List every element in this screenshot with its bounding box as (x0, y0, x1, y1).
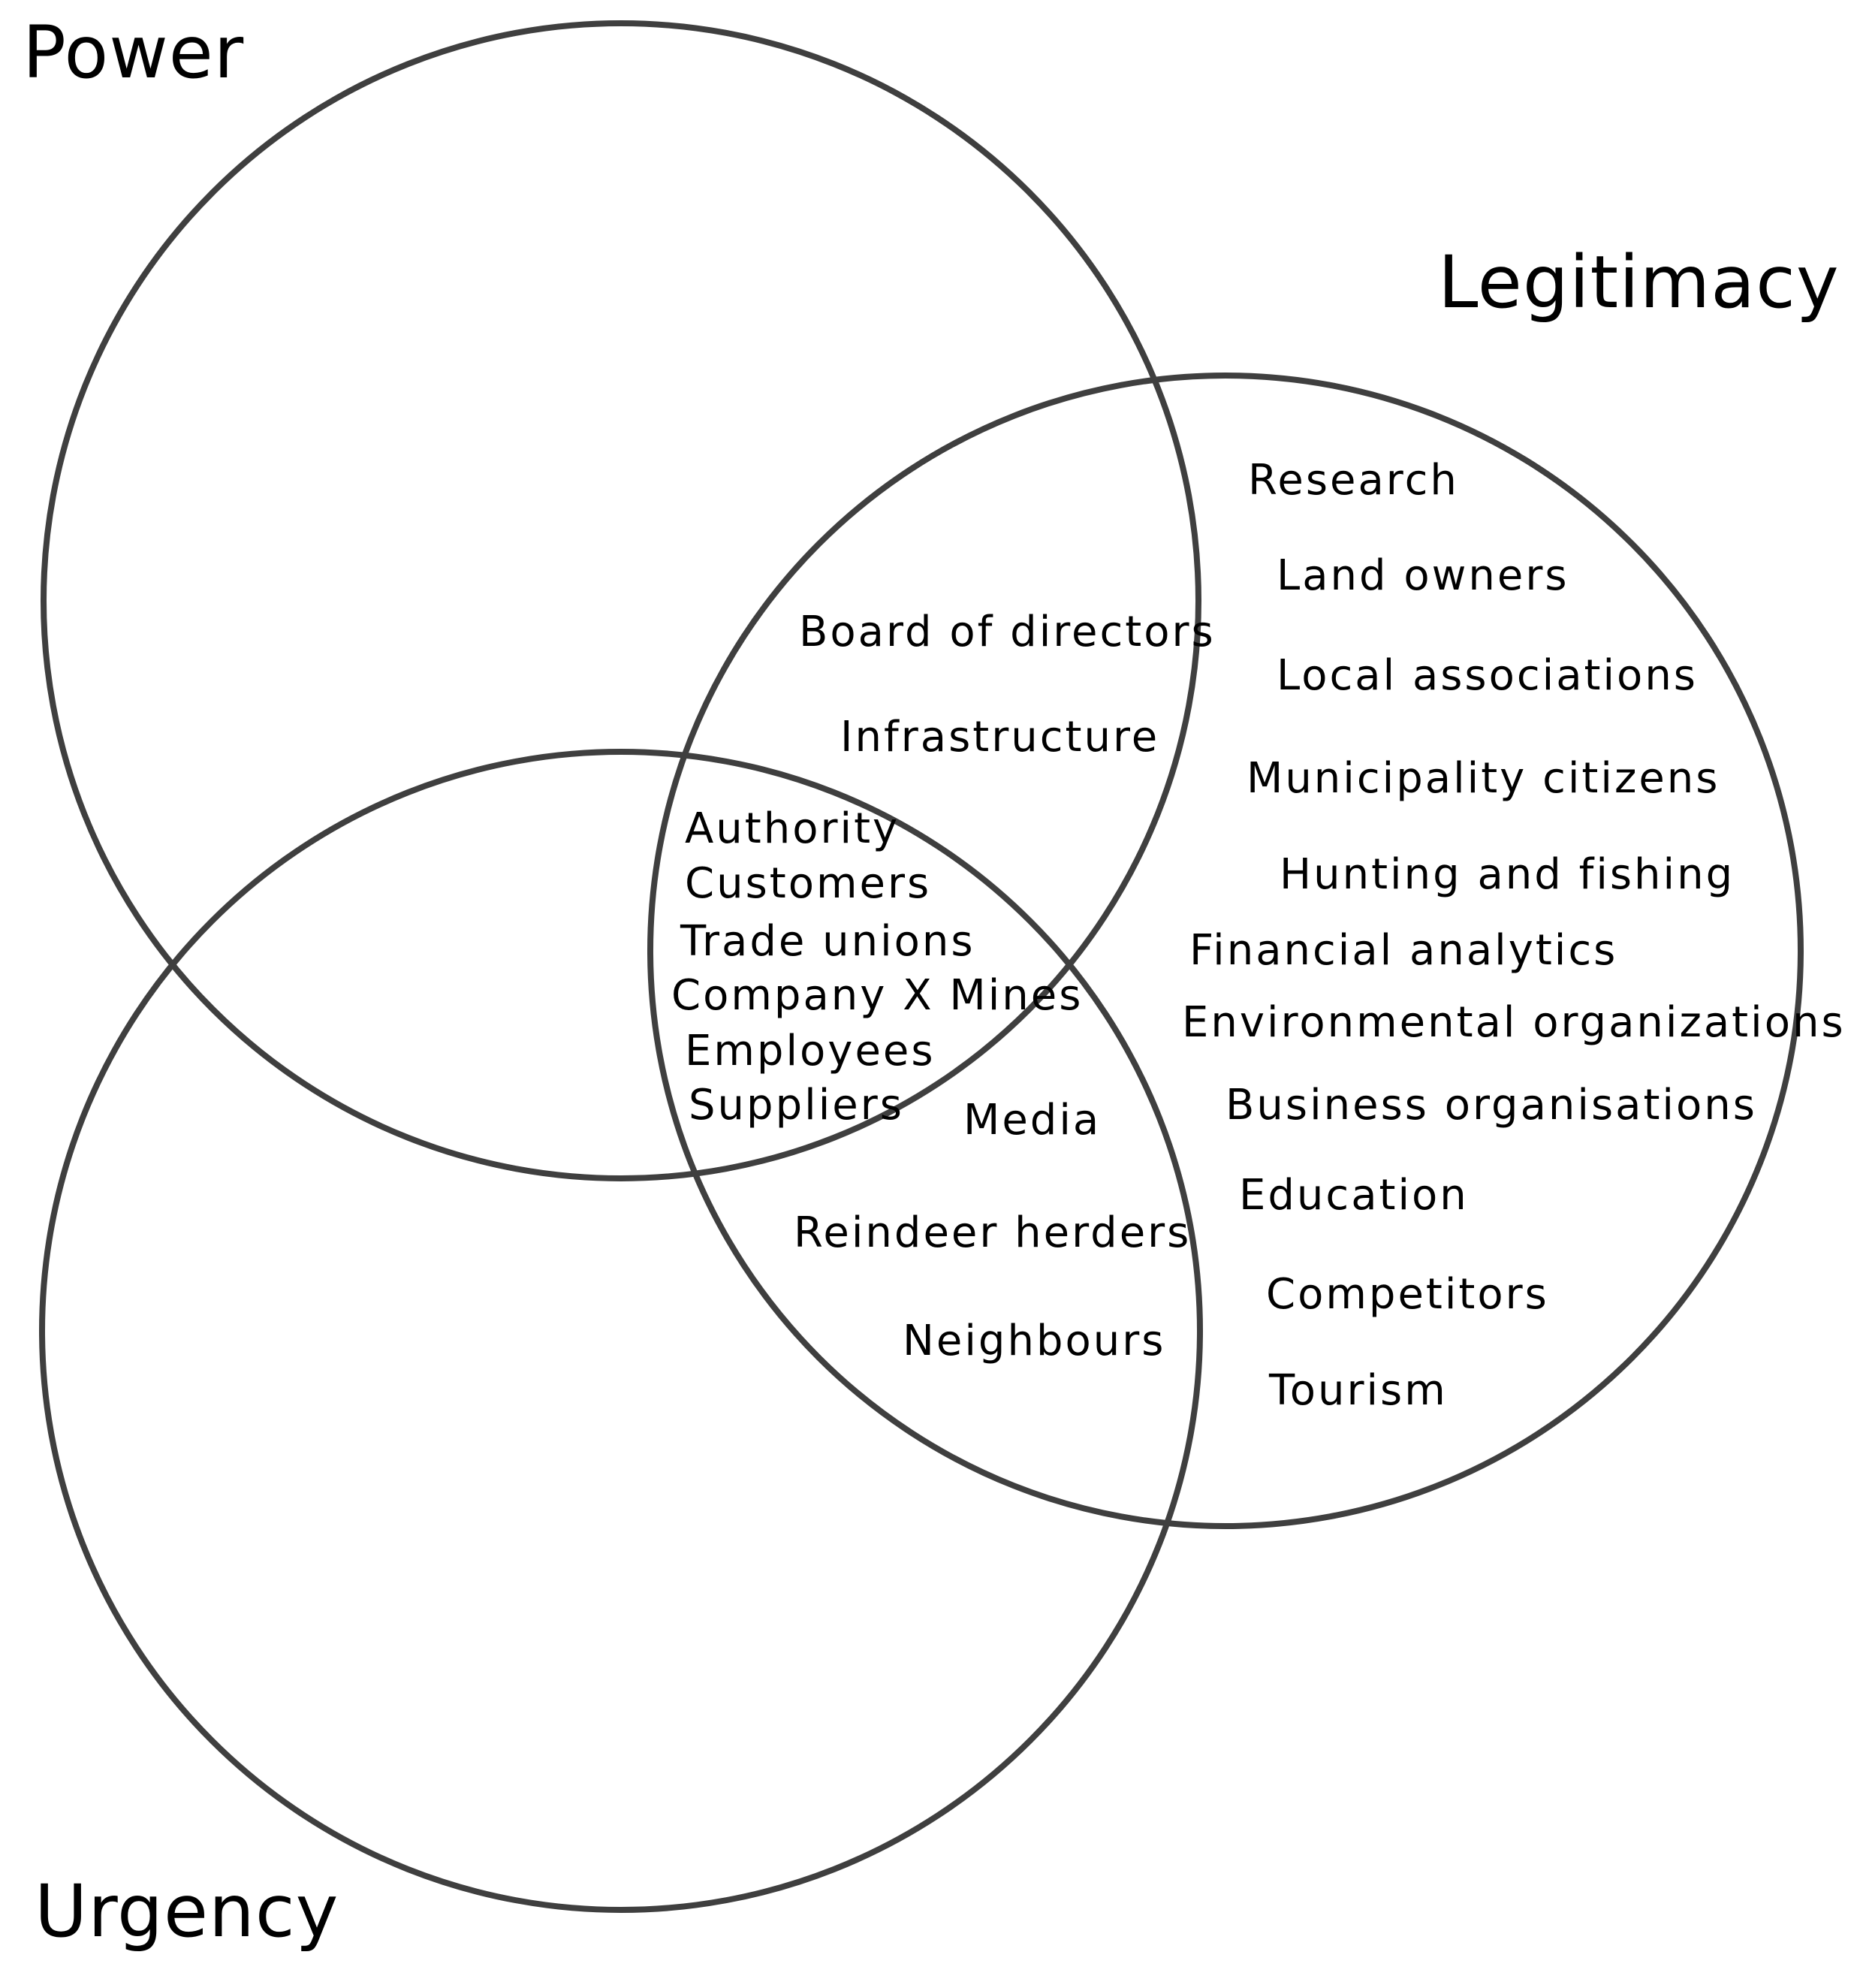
member-company-x-mines: Company X Mines (671, 971, 1083, 1020)
member-customers: Customers (685, 859, 931, 908)
power-label: Power (23, 11, 244, 95)
member-employees: Employees (685, 1027, 936, 1075)
member-trade-unions: Trade unions (680, 917, 975, 966)
member-competitors: Competitors (1266, 1270, 1549, 1319)
member-municipality-citizens: Municipality citizens (1247, 754, 1720, 803)
urgency-label: Urgency (35, 1869, 339, 1953)
member-board-of-directors: Board of directors (799, 608, 1216, 656)
urgency-circle (39, 749, 1203, 1913)
legitimacy-circle (647, 373, 1804, 1529)
member-financial-analytics: Financial analytics (1189, 926, 1617, 975)
member-infrastructure: Infrastructure (840, 713, 1159, 762)
power-circle (41, 20, 1201, 1181)
member-neighbours: Neighbours (903, 1317, 1165, 1365)
member-hunting-and-fishing: Hunting and fishing (1280, 850, 1735, 899)
member-reindeer-herders: Reindeer herders (794, 1208, 1191, 1257)
member-tourism: Tourism (1268, 1366, 1448, 1415)
member-education: Education (1239, 1171, 1469, 1220)
member-land-owners: Land owners (1277, 551, 1569, 600)
member-suppliers: Suppliers (689, 1081, 904, 1130)
member-business-organisations: Business organisations (1225, 1081, 1757, 1130)
member-local-associations: Local associations (1277, 651, 1698, 700)
member-media: Media (963, 1096, 1101, 1145)
legitimacy-label: Legitimacy (1438, 240, 1840, 324)
member-research: Research (1248, 456, 1459, 505)
member-authority: Authority (685, 804, 900, 853)
member-environmental-organizations: Environmental organizations (1182, 998, 1846, 1047)
